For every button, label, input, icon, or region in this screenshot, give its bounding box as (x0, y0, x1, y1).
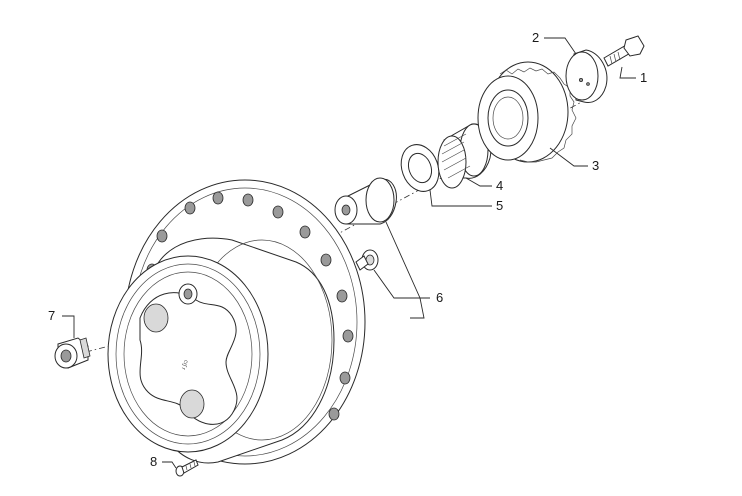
callout-7: 7 (48, 308, 55, 323)
callout-8: 8 (150, 454, 157, 469)
callout-2: 2 (532, 30, 539, 45)
callout-leaders (62, 37, 636, 469)
callout-labels: 1 2 3 4 5 6 7 8 (48, 30, 647, 469)
svg-text:ɹ ʃɹɔ: ɹ ʃɹɔ (181, 359, 190, 370)
part-8-screw (175, 459, 199, 477)
part-4-needle-bearing (437, 123, 492, 189)
part-1-bolt (603, 35, 645, 67)
callout-6: 6 (436, 290, 443, 305)
part-5-washer (400, 144, 440, 192)
part-7-plug (54, 337, 91, 369)
part-6-pin (355, 249, 379, 271)
hub-housing: ɹ ʃɹɔ (107, 179, 366, 465)
callout-3: 3 (592, 158, 599, 173)
callout-5: 5 (496, 198, 503, 213)
callout-4: 4 (496, 178, 503, 193)
needle-rollers (441, 133, 471, 179)
part-6-bushing (334, 177, 397, 225)
part-3-gear (477, 61, 577, 163)
part-2-retaining-washer (565, 49, 608, 103)
callout-1: 1 (640, 70, 647, 85)
